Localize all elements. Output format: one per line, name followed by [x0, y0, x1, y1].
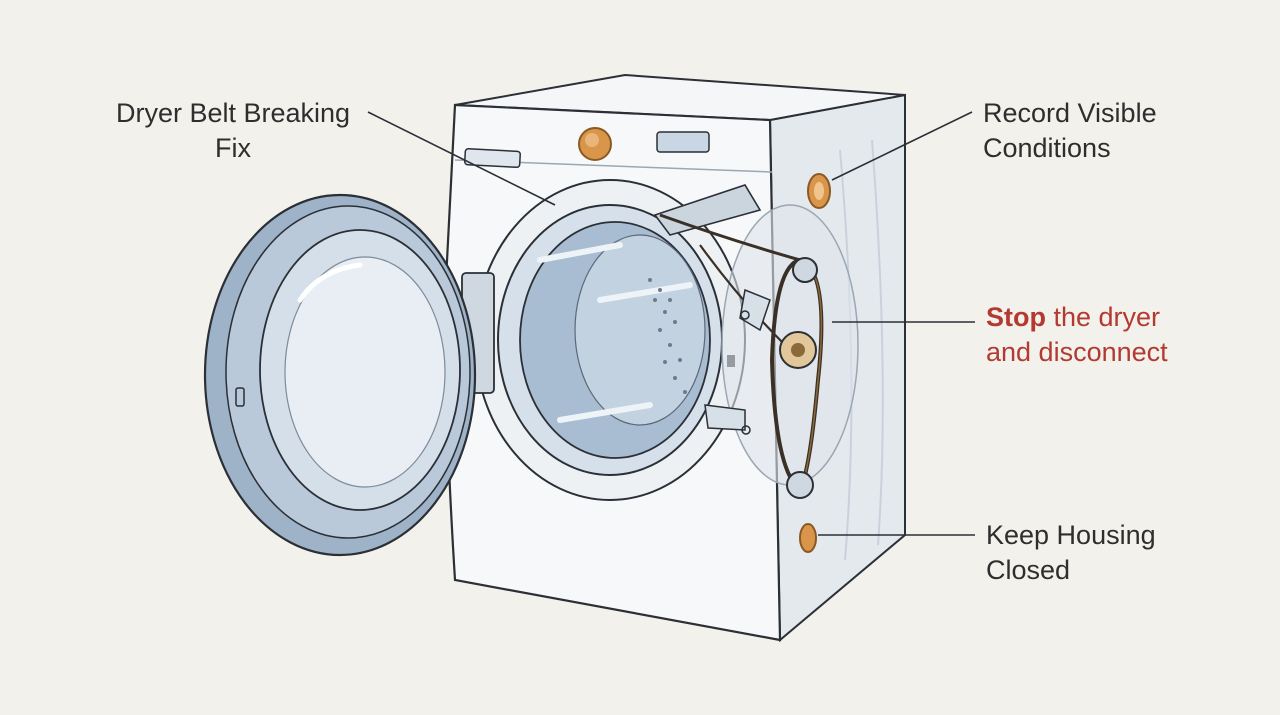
lower-side-bolt [799, 523, 817, 553]
drum-opening [474, 179, 746, 501]
display-panel [656, 131, 710, 153]
stop-emphasis: Stop [986, 302, 1046, 332]
stop-line-2: and disconnect [986, 337, 1168, 367]
stop-dryer-callout: Stop the dryer and disconnect [986, 300, 1168, 370]
title-line-2: Fix [215, 133, 251, 163]
stop-rest: the dryer [1046, 302, 1161, 332]
open-door [203, 193, 495, 557]
record-conditions-callout: Record Visible Conditions [983, 96, 1157, 166]
title-line-1: Dryer Belt Breaking [115, 98, 351, 128]
keep-line-2: Closed [986, 555, 1071, 585]
detergent-drawer [464, 148, 521, 169]
record-line-2: Conditions [983, 133, 1111, 163]
leader-lines [367, 111, 975, 536]
drive-belt-assembly [653, 184, 859, 499]
record-line-1: Record Visible [983, 98, 1157, 128]
stop-line-1: Stop the dryer [986, 300, 1168, 335]
keep-housing-callout: Keep Housing Closed [986, 518, 1156, 588]
title-callout: Dryer Belt Breaking Fix [110, 96, 356, 166]
keep-line-1: Keep Housing [986, 520, 1156, 550]
